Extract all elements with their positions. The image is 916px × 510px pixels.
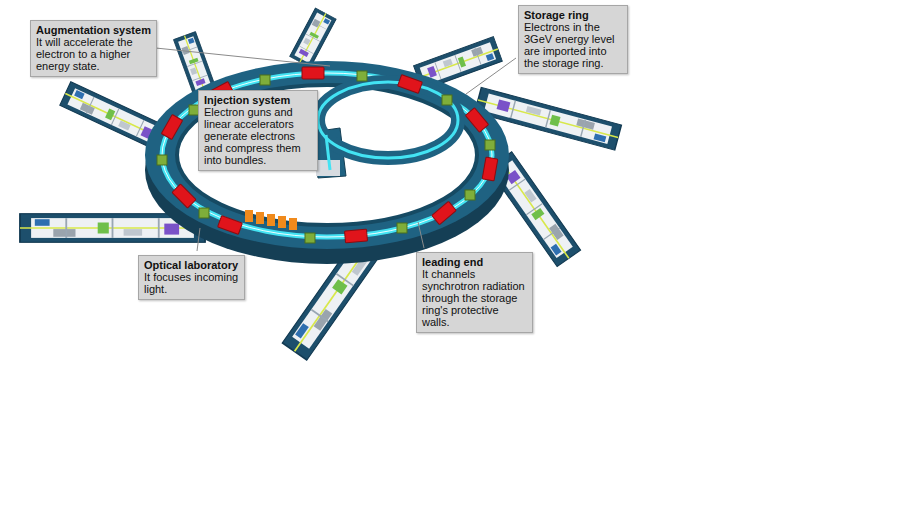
callout-heading: Augmentation system bbox=[36, 24, 151, 36]
callout-heading: Optical laboratory bbox=[144, 259, 239, 271]
callout-box: Augmentation systemIt will accelerate th… bbox=[30, 20, 157, 77]
callout-box: leading endIt channels synchrotron radia… bbox=[416, 252, 533, 333]
callout-heading: Storage ring bbox=[524, 9, 622, 21]
callout-heading: leading end bbox=[422, 256, 527, 268]
booster-ring bbox=[312, 82, 458, 178]
callout-text: It channels synchrotron radiation throug… bbox=[422, 268, 527, 328]
linac bbox=[245, 210, 297, 230]
callout-text: Electron guns and linear accelerators ge… bbox=[204, 106, 312, 166]
callout-text: It will accelerate the electron to a hig… bbox=[36, 36, 151, 72]
callout-heading: Injection system bbox=[204, 94, 312, 106]
callout-text: It focuses incoming light. bbox=[144, 271, 239, 295]
callout-text: Electrons in the 3GeV energy level are i… bbox=[524, 21, 622, 69]
callout-box: Storage ringElectrons in the 3GeV energy… bbox=[518, 5, 628, 74]
storage-ring bbox=[145, 61, 509, 264]
callout-box: Optical laboratoryIt focuses incoming li… bbox=[138, 255, 245, 300]
beamlines bbox=[20, 8, 621, 360]
leader-lines bbox=[146, 47, 516, 251]
callout-box: Injection systemElectron guns and linear… bbox=[198, 90, 318, 171]
magnets bbox=[157, 67, 498, 243]
